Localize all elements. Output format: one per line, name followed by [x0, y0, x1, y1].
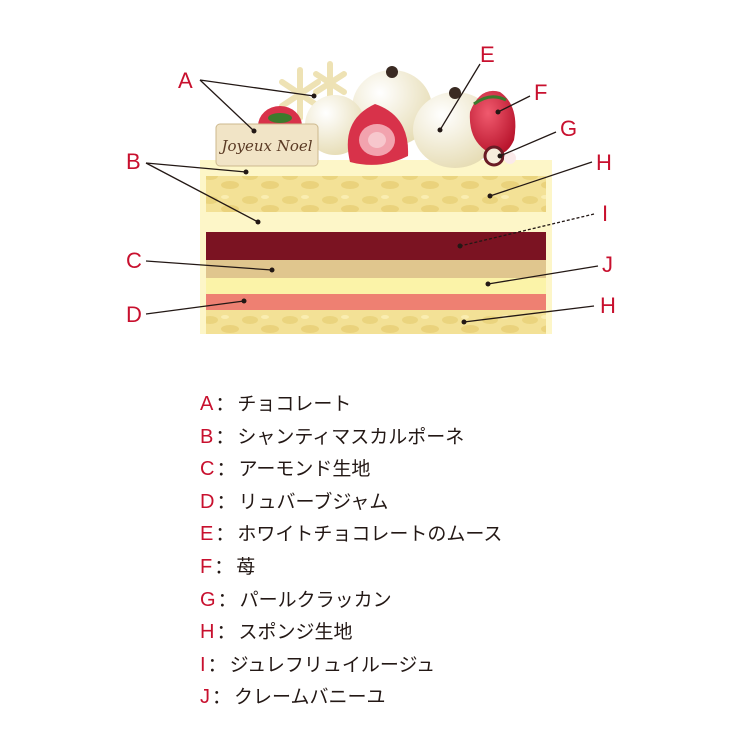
legend-key: G: [200, 588, 216, 611]
legend-separator: ：: [214, 555, 234, 578]
callout-h-top: H: [596, 150, 612, 175]
callout-b: B: [126, 149, 141, 174]
legend-key: A: [200, 393, 214, 415]
legend-label: パールクラッカン: [239, 588, 392, 611]
legend-item-e: E：ホワイトチョコレートのムース: [200, 518, 502, 551]
vanilla-cream-layer: [206, 278, 546, 294]
legend-separator: ：: [215, 393, 235, 415]
legend-item-c: C：アーモンド生地: [200, 453, 502, 486]
legend-separator: ：: [212, 686, 232, 709]
legend-label: チョコレート: [237, 393, 352, 415]
callout-h-bottom: H: [600, 293, 616, 318]
strawberry-cut-center: [347, 104, 409, 165]
callout-j: J: [602, 252, 613, 277]
legend-separator: ：: [215, 523, 235, 546]
jelly-layer: [206, 232, 546, 260]
legend-item-d: D：リュバーブジャム: [200, 486, 502, 519]
legend-key: F: [200, 555, 213, 578]
leader-lines: [145, 63, 599, 323]
callout-f: F: [534, 80, 547, 105]
leader-dots: [241, 93, 503, 325]
legend-item-a: A：チョコレート: [200, 388, 502, 421]
legend-item-j: J：クレームバニーユ: [200, 681, 502, 714]
almond-layer: [206, 260, 546, 278]
sponge-layer-bottom: [206, 310, 546, 334]
callout-a: A: [178, 68, 193, 93]
legend-label: ジュレフリュイルージュ: [229, 653, 436, 676]
legend-key: C: [200, 458, 215, 481]
legend-label: 苺: [236, 555, 256, 578]
legend-item-b: B：シャンティマスカルポーネ: [200, 421, 502, 454]
legend-item-f: F：苺: [200, 551, 502, 584]
legend-item-g: G：パールクラッカン: [200, 584, 502, 617]
legend-label: ホワイトチョコレートのムース: [237, 523, 503, 546]
legend-label: シャンティマスカルポーネ: [237, 425, 465, 448]
callout-i: I: [602, 201, 608, 226]
legend-separator: ：: [216, 458, 236, 481]
rhubarb-jam-layer: [206, 294, 546, 310]
legend-item-h: H：スポンジ生地: [200, 616, 502, 649]
legend-label: クレームバニーユ: [234, 686, 386, 709]
plaque-text: Joyeux Noel: [218, 137, 312, 155]
legend-key: D: [200, 490, 215, 513]
cake-cross-section-diagram: Joyeux Noel A B C D E F G H I J H: [126, 42, 616, 334]
legend-separator: ：: [216, 490, 236, 513]
chocolate-pearl: [386, 66, 398, 78]
legend-key: B: [200, 425, 214, 448]
legend-separator: ：: [216, 621, 236, 644]
legend-key: I: [200, 653, 206, 676]
callout-e: E: [480, 42, 495, 67]
legend-separator: ：: [207, 653, 227, 676]
legend-separator: ：: [215, 425, 235, 448]
legend-label: リュバーブジャム: [238, 490, 389, 513]
legend-label: スポンジ生地: [238, 621, 353, 644]
legend-item-i: I：ジュレフリュイルージュ: [200, 649, 502, 682]
callout-c: C: [126, 248, 142, 273]
legend-key: J: [200, 686, 210, 709]
legend-label: アーモンド生地: [238, 458, 371, 481]
pearl-craquant: [483, 145, 516, 167]
callout-g: G: [560, 116, 577, 141]
chocolate-plaque: Joyeux Noel: [215, 123, 319, 167]
layer-legend: A：チョコレート B：シャンティマスカルポーネ C：アーモンド生地 D：リュバー…: [200, 388, 502, 714]
legend-key: E: [200, 523, 214, 546]
chocolate-pearl: [449, 87, 461, 99]
legend-key: H: [200, 621, 215, 644]
chantilly-middle-layer: [206, 212, 546, 232]
callout-d: D: [126, 302, 142, 327]
strawberry-right: [469, 90, 516, 155]
legend-separator: ：: [217, 588, 237, 611]
